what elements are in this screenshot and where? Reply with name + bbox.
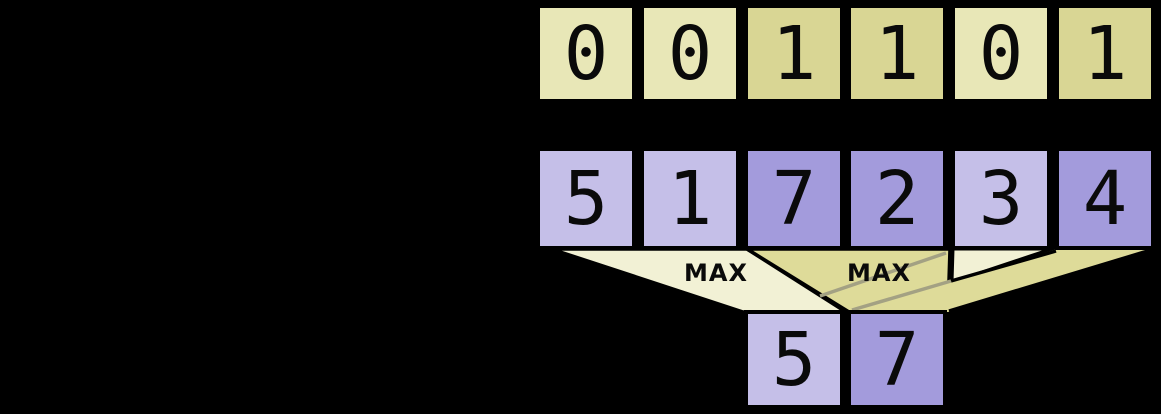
mask-cell: 1 [847, 4, 947, 103]
value-cell: 5 [536, 147, 636, 250]
funnel-dark-left-edge [950, 249, 1057, 283]
funnel-dark-right-edge [948, 248, 1152, 313]
value-cell: 3 [951, 147, 1051, 250]
value-cell: 1 [640, 147, 740, 250]
max-operator-label-right: MAX [847, 259, 911, 287]
max-operator-label-left: MAX [684, 259, 748, 287]
value-cell: 2 [847, 147, 947, 250]
funnel-dark-right [849, 249, 1151, 312]
mask-cell: 0 [951, 4, 1051, 103]
output-cell: 7 [847, 310, 947, 409]
output-cell: 5 [744, 310, 844, 409]
mask-cell: 1 [744, 4, 844, 103]
value-cell: 7 [744, 147, 844, 250]
funnel-crossing-edge [819, 251, 947, 298]
mask-cell: 0 [640, 4, 740, 103]
value-cell: 4 [1055, 147, 1155, 250]
funnel-crossing-edge-2 [851, 279, 952, 312]
mask-cell: 0 [536, 4, 636, 103]
mask-cell: 1 [1055, 4, 1155, 103]
